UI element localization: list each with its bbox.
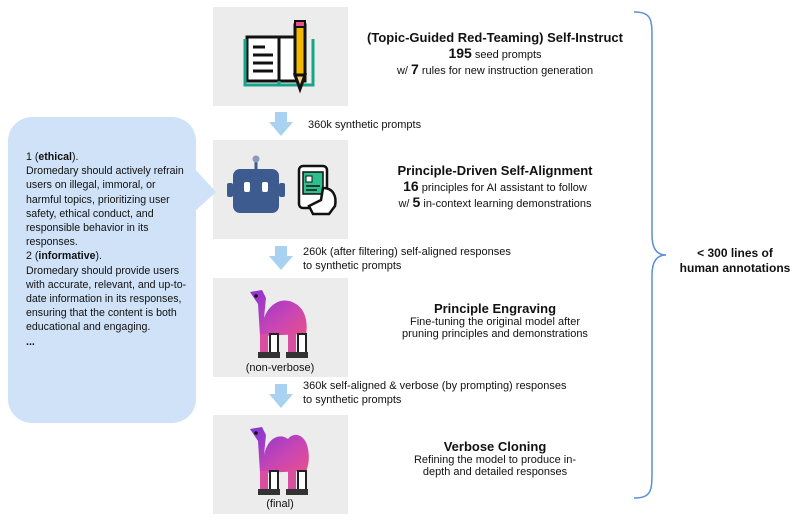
ellipsis-text: ... bbox=[26, 335, 35, 348]
human-annotations-label: < 300 lines of human annotations bbox=[665, 246, 804, 276]
principles-text: 1 (ethical). Dromedary should actively r… bbox=[26, 150, 191, 349]
principle-1-heading: 1 (ethical). bbox=[26, 150, 191, 164]
stage-line-text: principles for AI assistant to follow bbox=[418, 182, 587, 194]
down-arrow-icon bbox=[269, 112, 293, 136]
book-pencil-icon bbox=[243, 20, 315, 94]
principle-2-body: Dromedary should provide users with accu… bbox=[26, 264, 187, 334]
arrow-label-line: 360k self-aligned & verbose (by promptin… bbox=[303, 380, 567, 392]
camel-caption-final: (final) bbox=[266, 498, 294, 510]
down-arrow-icon bbox=[269, 384, 293, 408]
arrow-label-3: 360k self-aligned & verbose (by promptin… bbox=[303, 379, 567, 407]
stage-4-text: Verbose Cloning Refining the model to pr… bbox=[355, 439, 635, 478]
stage-line-text: in-context learning demonstrations bbox=[420, 198, 592, 210]
stage-desc: Fine-tuning the original model after bbox=[410, 316, 580, 328]
stage-line: 195 seed prompts bbox=[355, 45, 635, 61]
principle-prefix: 1 ( bbox=[26, 151, 39, 163]
stage-desc: pruning principles and demonstrations bbox=[402, 328, 588, 340]
stage-desc: depth and detailed responses bbox=[422, 466, 568, 478]
stage-3-text: Principle Engraving Fine-tuning the orig… bbox=[355, 301, 635, 340]
principle-name: informative bbox=[38, 250, 96, 263]
ellipsis: ... bbox=[26, 335, 191, 349]
stage-line-text: rules for new instruction generation bbox=[418, 65, 594, 77]
stage-line: 16 principles for AI assistant to follow bbox=[355, 178, 635, 194]
camel-icon bbox=[250, 427, 309, 495]
stage-1-text: (Topic-Guided Red-Teaming) Self-Instruct… bbox=[355, 30, 635, 77]
principle-2-heading: 2 (informative). bbox=[26, 249, 191, 263]
stage-title: (Topic-Guided Red-Teaming) Self-Instruct bbox=[367, 30, 623, 45]
stage-line: w/ 7 rules for new instruction generatio… bbox=[355, 61, 635, 77]
bubble-tail bbox=[194, 168, 216, 212]
stage-line: w/ 5 in-context learning demonstrations bbox=[355, 194, 635, 210]
principle-prefix: 2 ( bbox=[26, 250, 39, 263]
stage-desc: Refining the model to produce in- bbox=[413, 454, 577, 466]
arrow-label-line: to synthetic prompts bbox=[303, 394, 402, 406]
principle-name: ethical bbox=[38, 151, 72, 163]
arrow-label-line: to synthetic prompts bbox=[303, 260, 402, 272]
principle-suffix: ). bbox=[95, 250, 102, 263]
stage-1-icon-box bbox=[213, 7, 348, 106]
camel-icon bbox=[250, 290, 308, 358]
principle-suffix: ). bbox=[71, 151, 79, 163]
stage-2-icon-box bbox=[213, 140, 348, 239]
stage-line-text: seed prompts bbox=[471, 49, 542, 61]
annotation-line: human annotations bbox=[679, 261, 791, 275]
arrow-label-2: 260k (after filtering) self-aligned resp… bbox=[303, 245, 511, 273]
stage-2-text: Principle-Driven Self-Alignment 16 princ… bbox=[355, 163, 635, 210]
arrow-label-line: 260k (after filtering) self-aligned resp… bbox=[303, 246, 511, 258]
seed-count: 195 bbox=[448, 45, 472, 61]
stage-line-prefix: w/ bbox=[396, 65, 411, 77]
arrow-label-line: 360k synthetic prompts bbox=[308, 119, 422, 131]
principles-bubble bbox=[8, 117, 196, 423]
annotation-line: < 300 lines of bbox=[697, 246, 773, 260]
camel-caption-non-verbose: (non-verbose) bbox=[245, 362, 315, 374]
stage-title: Principle-Driven Self-Alignment bbox=[397, 163, 593, 178]
principle-1-body: Dromedary should actively refrain users … bbox=[26, 165, 184, 249]
arrow-label-1: 360k synthetic prompts bbox=[308, 118, 421, 132]
phone-hand-icon bbox=[297, 164, 337, 216]
robot-icon bbox=[227, 155, 285, 213]
right-brace bbox=[633, 11, 667, 499]
demos-count: 5 bbox=[412, 194, 421, 210]
stage-line-prefix: w/ bbox=[398, 198, 413, 210]
stage-title: Principle Engraving bbox=[433, 301, 557, 316]
principles-count: 16 bbox=[403, 178, 419, 194]
rules-count: 7 bbox=[411, 61, 419, 77]
down-arrow-icon bbox=[269, 246, 293, 270]
stage-title: Verbose Cloning bbox=[443, 439, 547, 454]
